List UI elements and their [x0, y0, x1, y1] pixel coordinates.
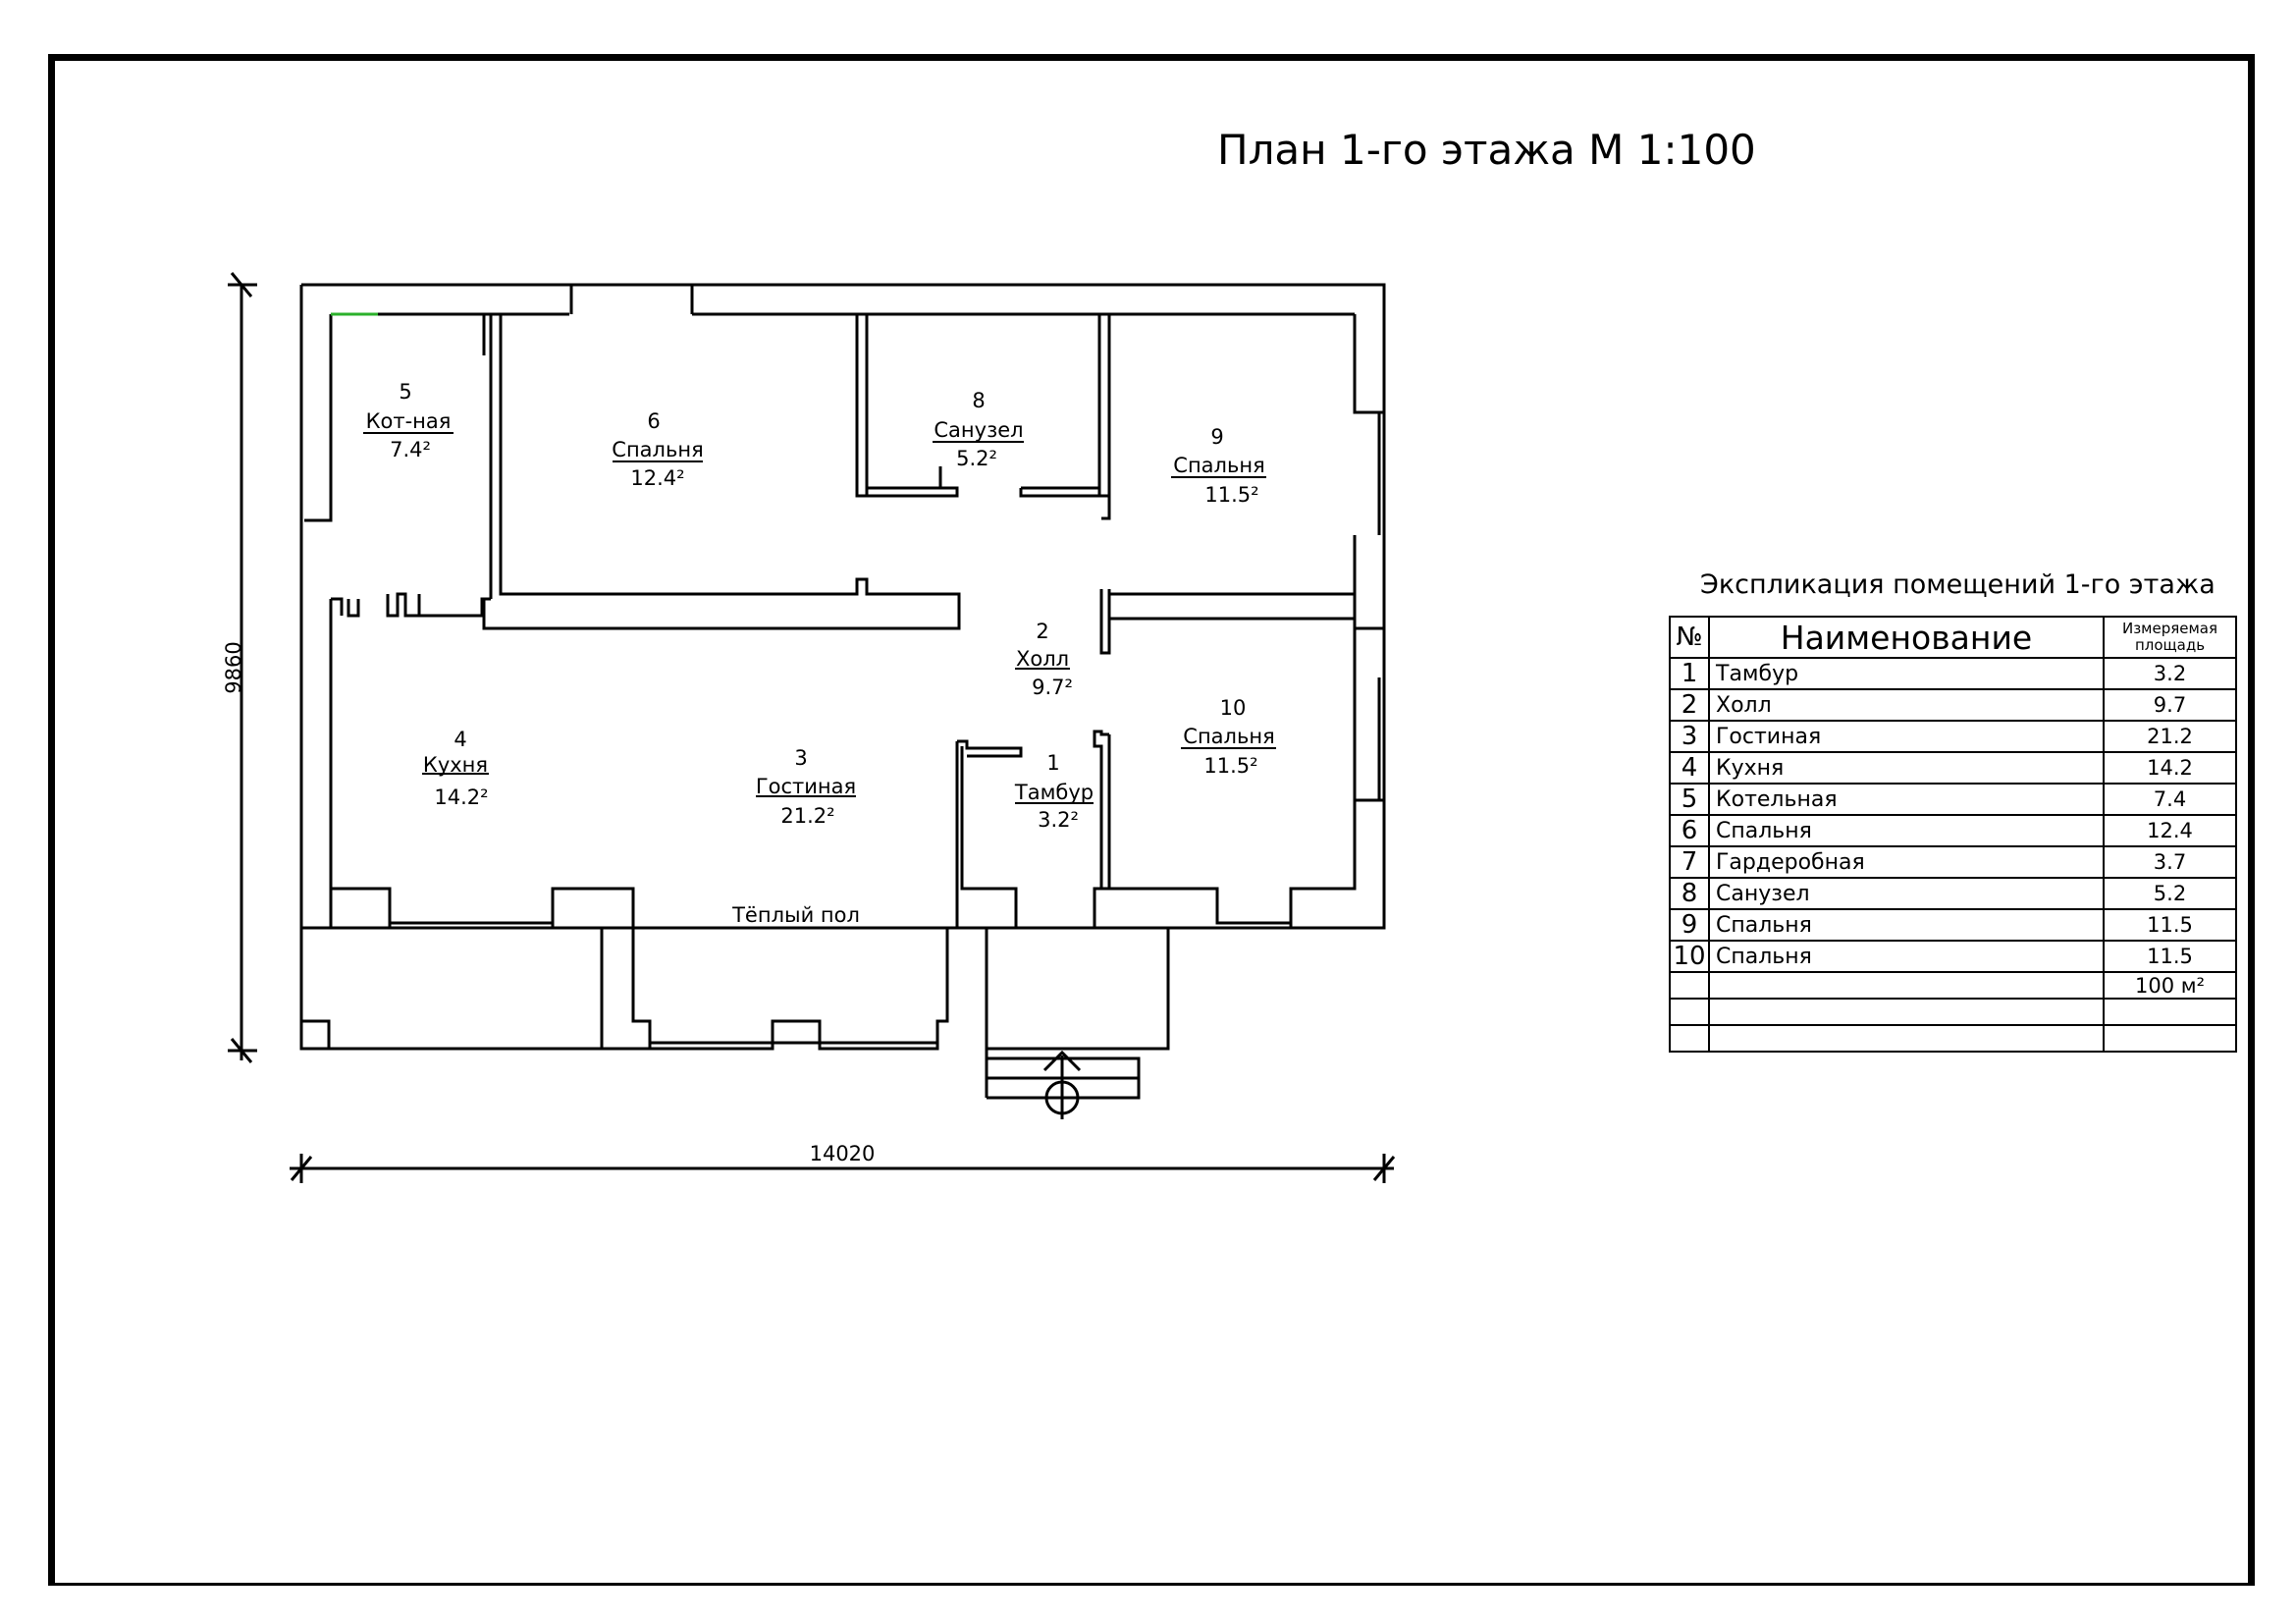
svg-text:Гостиная: Гостиная [756, 775, 856, 798]
table-row: 10 Спальня 11.5 [1669, 940, 2237, 973]
table-row: 8 Санузел 5.2 [1669, 877, 2237, 910]
room-label: 1 Тамбур 3.2² [1014, 751, 1094, 832]
svg-text:9: 9 [1210, 425, 1223, 449]
svg-text:1: 1 [1046, 751, 1059, 775]
svg-text:Тамбур: Тамбур [1014, 781, 1094, 804]
svg-text:8: 8 [972, 389, 985, 412]
width-dimension: 14020 [810, 1142, 876, 1165]
explication-table: № Наименование Измеряемая площадь 1 Тамб… [1669, 616, 2237, 1053]
total-area: 100 м² [2103, 971, 2237, 1000]
explication-title: Экспликация помещений 1-го этажа [1700, 569, 2216, 600]
bedroom-6-walls [482, 314, 961, 630]
header-name: Наименование [1708, 616, 2105, 659]
svg-text:11.5²: 11.5² [1204, 483, 1258, 507]
table-row: 9 Спальня 11.5 [1669, 908, 2237, 942]
header-number: № [1669, 616, 1710, 659]
table-row: 6 Спальня 12.4 [1669, 814, 2237, 847]
svg-text:Спальня: Спальня [1173, 454, 1264, 477]
svg-text:Спальня: Спальня [612, 438, 703, 461]
bedroom-9-10-walls [1093, 314, 1357, 925]
living-kitchen-walls [299, 887, 957, 1051]
warm-floor-label: Тёплый пол [731, 903, 860, 927]
svg-text:Санузел: Санузел [934, 418, 1023, 442]
svg-text:Кот-ная: Кот-ная [366, 409, 452, 433]
svg-text:5.2²: 5.2² [956, 447, 997, 470]
svg-text:14.2²: 14.2² [434, 785, 488, 809]
height-dimension: 9860 [222, 641, 245, 693]
room-label: 10 Спальня 11.5² [1183, 696, 1274, 778]
svg-text:Холл: Холл [1016, 647, 1069, 671]
boiler-room-walls [331, 314, 493, 618]
svg-text:10: 10 [1220, 696, 1247, 720]
table-row: 1 Тамбур 3.2 [1669, 657, 2237, 690]
table-empty-row [1669, 998, 2237, 1026]
entrance-stairs [985, 1049, 1141, 1119]
drawing-frame [48, 54, 2255, 1586]
room-label: 6 Спальня 12.4² [612, 409, 703, 490]
svg-text:11.5²: 11.5² [1203, 754, 1257, 778]
outer-walls [299, 283, 1386, 930]
room-label: 8 Санузел 5.2² [934, 389, 1023, 470]
room-label: 4 Кухня 14.2² [423, 728, 489, 809]
svg-text:3: 3 [794, 746, 807, 770]
drawing-title: План 1-го этажа М 1:100 [1217, 126, 1756, 174]
svg-text:Кухня: Кухня [423, 753, 488, 777]
svg-text:Спальня: Спальня [1183, 725, 1274, 748]
room-label-underlines [363, 432, 1276, 804]
dimension-lines [228, 272, 1396, 1183]
table-row: 2 Холл 9.7 [1669, 688, 2237, 722]
svg-text:7.4²: 7.4² [390, 438, 431, 461]
room-label: 5 Кот-ная 7.4² [366, 380, 452, 461]
svg-text:12.4²: 12.4² [630, 466, 684, 490]
table-row: 5 Котельная 7.4 [1669, 783, 2237, 816]
table-row: 4 Кухня 14.2 [1669, 751, 2237, 785]
svg-text:9.7²: 9.7² [1032, 676, 1073, 699]
table-row: 7 Гардеробная 3.7 [1669, 845, 2237, 879]
room-label: 9 Спальня 11.5² [1173, 425, 1264, 507]
room-label: 3 Гостиная 21.2² [756, 746, 856, 828]
room-label: 2 Холл 9.7² [1016, 620, 1073, 699]
table-empty-row [1669, 1024, 2237, 1053]
svg-text:21.2²: 21.2² [780, 804, 834, 828]
svg-text:4: 4 [454, 728, 466, 751]
svg-text:5: 5 [399, 380, 411, 404]
table-row: 3 Гостиная 21.2 [1669, 720, 2237, 753]
svg-text:3.2²: 3.2² [1038, 808, 1079, 832]
header-area: Измеряемая площадь [2103, 616, 2237, 659]
svg-text:2: 2 [1036, 620, 1048, 643]
table-total-row: 100 м² [1669, 971, 2237, 1000]
table-header-row: № Наименование Измеряемая площадь [1669, 616, 2237, 659]
svg-text:6: 6 [647, 409, 660, 433]
